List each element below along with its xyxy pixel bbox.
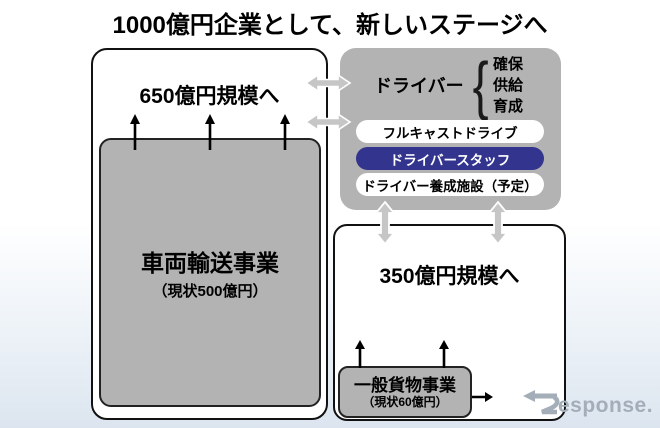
right-arrow-icon (472, 392, 493, 402)
up-arrow-icon (280, 114, 290, 150)
driver-item: 育成 (493, 97, 524, 115)
general-cargo-subtitle: （現状60億円） (362, 394, 448, 409)
driver-label: ドライバー (374, 76, 464, 96)
pill-driver-staff: ドライバースタッフ (356, 147, 544, 170)
vehicle-transport-title: 車両輸送事業 (141, 250, 279, 276)
vehicle-transport-box: 車両輸送事業 （現状500億円） (99, 138, 321, 407)
pill-driver-training-facility: ドライバー養成施設（予定） (356, 173, 544, 196)
double-vertical-arrow-icon (374, 200, 396, 246)
double-horizontal-arrow-icon (304, 73, 352, 93)
pill-fullcast-drive: フルキャストドライブ (356, 120, 544, 143)
response-logo-r-icon (523, 390, 560, 415)
driver-item: 確保 (493, 55, 524, 73)
up-arrow-icon (355, 340, 365, 368)
driver-label-row: ドライバー { 確保 供給 育成 (352, 50, 552, 120)
brace-glyph: { (472, 49, 489, 121)
general-cargo-title: 一般貨物事業 (354, 375, 456, 395)
driver-item: 供給 (493, 76, 524, 94)
general-cargo-box: 一般貨物事業 （現状60億円） (338, 366, 472, 418)
response-watermark: esponse. (522, 390, 653, 416)
up-arrow-icon (439, 340, 449, 368)
driver-items: 確保 供給 育成 (493, 54, 523, 117)
response-logo-text: esponse. (558, 394, 654, 417)
right-box-heading: 350億円規模へ (379, 265, 520, 288)
left-box-heading: 650億円規模へ (139, 85, 280, 108)
up-arrow-icon (130, 114, 140, 150)
vehicle-transport-subtitle: （現状500億円） (152, 283, 268, 300)
up-arrow-icon (205, 114, 215, 150)
double-vertical-arrow-icon (487, 200, 509, 246)
double-horizontal-arrow-icon (304, 112, 352, 132)
slide-title: 1000億円企業として、新しいステージへ (112, 12, 548, 39)
